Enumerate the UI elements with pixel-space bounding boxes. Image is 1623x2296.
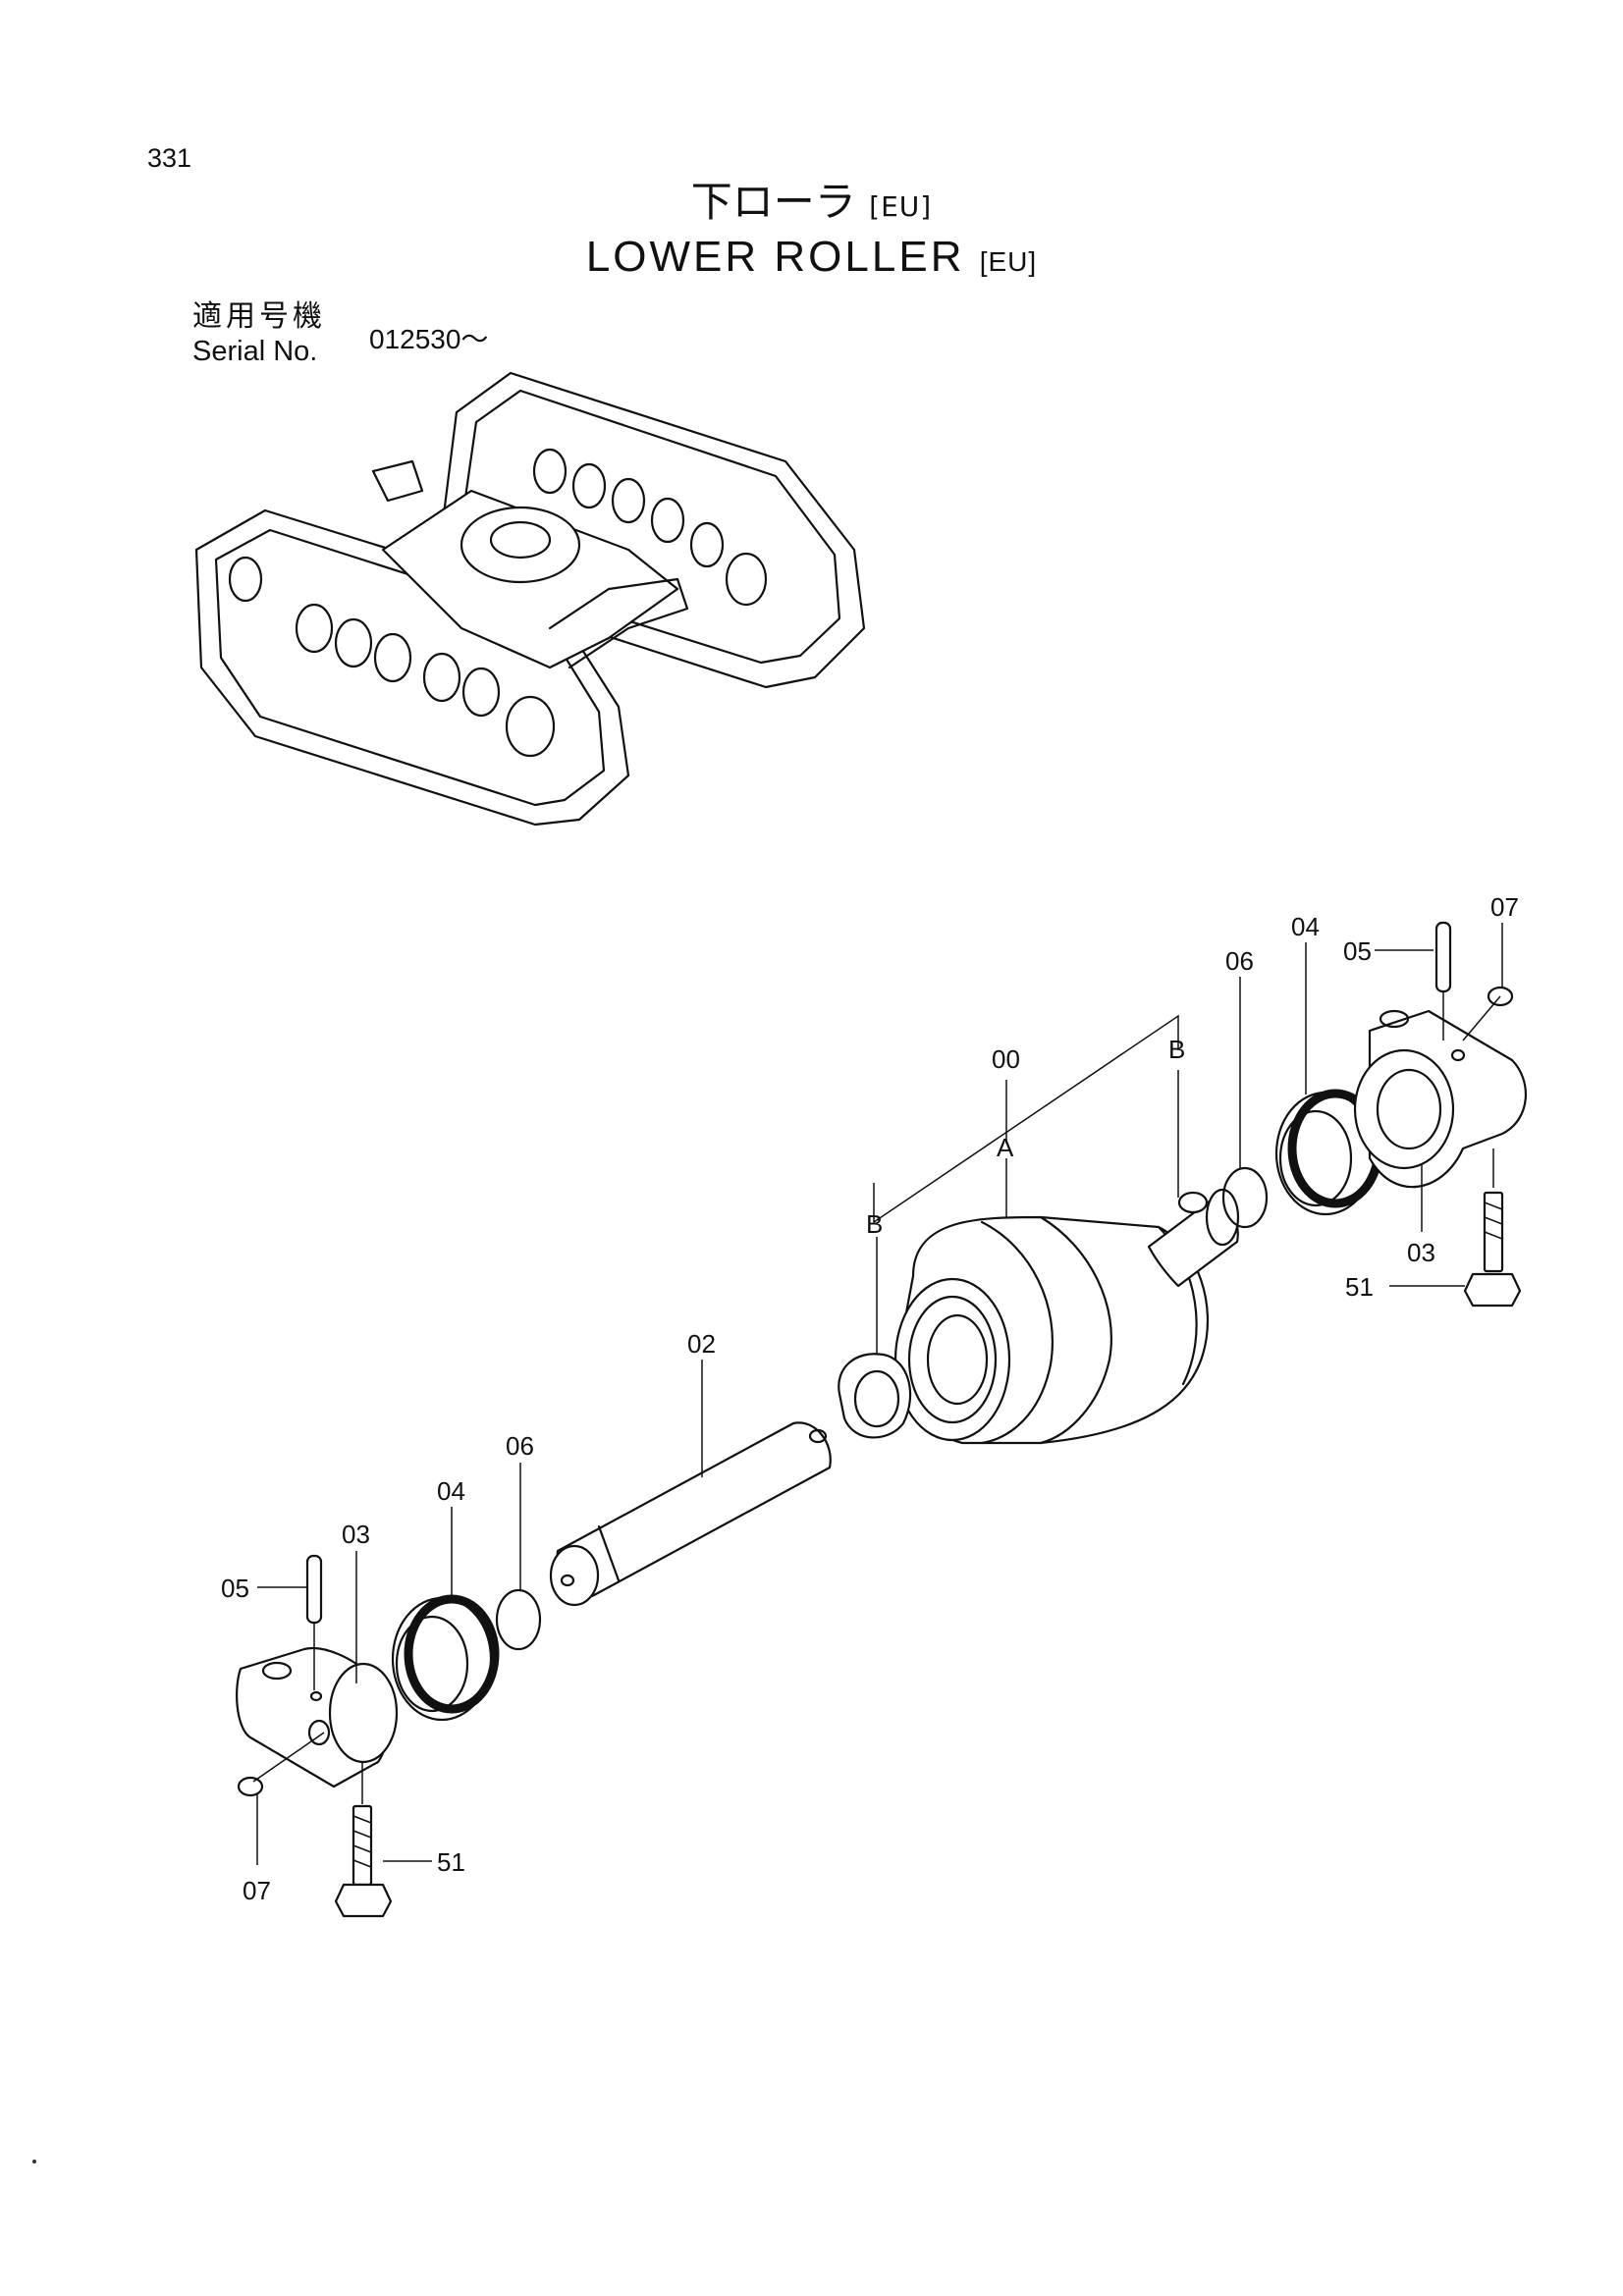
callout-05-left: 05	[221, 1574, 249, 1603]
stray-mark	[32, 2160, 36, 2163]
bolt-left	[334, 1762, 393, 1918]
callout-05-right: 05	[1343, 936, 1372, 966]
plug-left	[237, 1732, 325, 1797]
serial-number-value: 012530～	[369, 324, 489, 354]
callout-b-right: B	[1168, 1035, 1185, 1064]
title-japanese-text: 下ローラ	[690, 178, 856, 226]
floating-seal-left	[391, 1594, 500, 1722]
pin-right	[1434, 921, 1452, 1041]
plug-right	[1462, 986, 1514, 1041]
callout-51-left: 51	[437, 1847, 465, 1877]
end-cap-right	[1353, 1009, 1528, 1189]
shaft	[549, 1421, 832, 1607]
pin-left	[305, 1554, 323, 1690]
title-english: LOWER ROLLER [EU]	[0, 236, 1623, 279]
callout-06-left: 06	[506, 1431, 534, 1461]
callout-04-left: 04	[437, 1476, 465, 1506]
o-ring-left	[495, 1588, 542, 1651]
callout-06-right: 06	[1225, 946, 1254, 976]
undercarriage-illustration	[194, 371, 866, 827]
page-number: 331	[147, 143, 192, 173]
bolt-right	[1463, 1148, 1522, 1308]
title-english-tag: [EU]	[979, 246, 1038, 277]
leader-lines	[256, 923, 1503, 1865]
o-ring-right	[1221, 1166, 1269, 1229]
collar-right	[1147, 1188, 1240, 1288]
collar-left	[838, 1353, 912, 1439]
end-cap-left	[236, 1646, 399, 1789]
callout-03-right: 03	[1407, 1238, 1435, 1267]
callout-00: 00	[992, 1044, 1020, 1074]
callout-51-right: 51	[1345, 1272, 1374, 1302]
title-japanese-tag: [EU]	[869, 190, 933, 223]
callout-02: 02	[687, 1329, 716, 1359]
callout-07-right: 07	[1490, 892, 1519, 922]
callout-b-left: B	[866, 1209, 883, 1239]
title-japanese: 下ローラ [EU]	[0, 182, 1623, 223]
serial-label-japanese: 適用号機	[192, 299, 326, 334]
callout-07-left: 07	[243, 1876, 271, 1905]
callout-03-left: 03	[342, 1520, 370, 1549]
callout-04-right: 04	[1291, 912, 1320, 941]
roller-body	[893, 1215, 1210, 1445]
callout-a: A	[997, 1133, 1014, 1162]
title-english-text: LOWER ROLLER	[585, 233, 965, 281]
callout-labels: 00 A B B 02 06 04 05 07 03 51 06 04 03 0…	[221, 892, 1519, 1905]
serial-label-english: Serial No.	[192, 336, 318, 367]
